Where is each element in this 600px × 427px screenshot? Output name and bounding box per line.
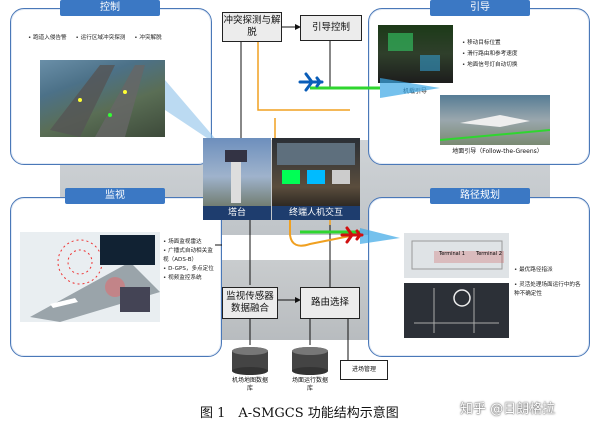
surface-ops-database-icon xyxy=(290,346,330,376)
conflict-detection-box: 冲突探测与解脱 xyxy=(222,12,282,42)
control-bullets: 跑道入侵告警 运行区域冲突探测 冲突解脱 xyxy=(28,33,208,44)
bullet-item: 灵活处理场面运行中的各种不确定性 xyxy=(514,281,584,299)
bullet-item: 移动目标位置 xyxy=(462,38,582,49)
process-mgmt-box: 进场管理 xyxy=(340,360,388,380)
bullet-item: 地面信号灯自动切换 xyxy=(462,60,582,71)
hmi-photo xyxy=(272,138,360,208)
control-pointer xyxy=(165,80,225,150)
sensor-fusion-box: 监视传感器数据融合 xyxy=(222,287,278,319)
bullet-item: 运行区域冲突探测 xyxy=(76,35,126,41)
runway-photo xyxy=(40,60,165,137)
tower-label: 塔台 xyxy=(203,206,271,220)
surveillance-bullets: 场面监视雷达 广播式自动相关监视（ADS-B） D-GPS，多点定位 视频监控系… xyxy=(163,238,218,283)
routing-map-bottom xyxy=(404,283,509,338)
airport-map-database-label: 机场地图数据库 xyxy=(232,377,269,392)
bullet-item: 视频监控系统 xyxy=(163,274,218,283)
routing-map-top: Terminal 1 Terminal 2 xyxy=(404,233,509,278)
figure-caption: 图 1 A-SMGCS 功能结构示意图 xyxy=(200,406,399,421)
bullet-item: 广播式自动相关监视（ADS-B） xyxy=(163,247,218,265)
guidance-bullets: 移动目标位置 滑行路由和参考速度 地面信号灯自动切换 xyxy=(462,38,582,71)
ground-guidance-photo xyxy=(440,95,550,145)
caption-ground: 地面引导（Follow-the-Greens） xyxy=(452,148,543,155)
bullet-item: 跑道入侵告警 xyxy=(28,35,67,41)
airport-map-database-icon xyxy=(230,346,270,376)
guidance-panel-title: 引导 xyxy=(430,0,530,16)
bullet-item: 最优路径指派 xyxy=(514,266,584,275)
watermark: 知乎 @日朗格拉 xyxy=(460,402,556,417)
guidance-control-box: 引导控制 xyxy=(300,15,362,41)
bullet-item: D-GPS，多点定位 xyxy=(163,265,218,274)
bullet-item: 冲突解脱 xyxy=(134,35,161,41)
aircraft-blue-icon xyxy=(298,72,324,96)
cockpit-photo xyxy=(378,25,453,83)
surveillance-panel-title: 监视 xyxy=(65,188,165,204)
route-select-box: 路由选择 xyxy=(300,287,360,319)
surveillance-illustration xyxy=(20,232,160,322)
map-label-terminal1: Terminal 1 xyxy=(439,251,465,257)
control-panel-title: 控制 xyxy=(60,0,160,16)
bullet-item: 场面监视雷达 xyxy=(163,238,218,247)
tower-photo xyxy=(203,138,271,208)
routing-panel-title: 路径规划 xyxy=(430,188,530,204)
routing-bullets: 最优路径指派 灵活处理场面运行中的各种不确定性 xyxy=(514,266,584,299)
bullet-item: 滑行路由和参考速度 xyxy=(462,49,582,60)
surface-ops-database-label: 场面运行数据库 xyxy=(292,377,329,392)
map-label-terminal2: Terminal 2 xyxy=(476,251,502,257)
aircraft-red-icon xyxy=(340,226,364,248)
hmi-label: 终端人机交互 xyxy=(272,206,360,220)
